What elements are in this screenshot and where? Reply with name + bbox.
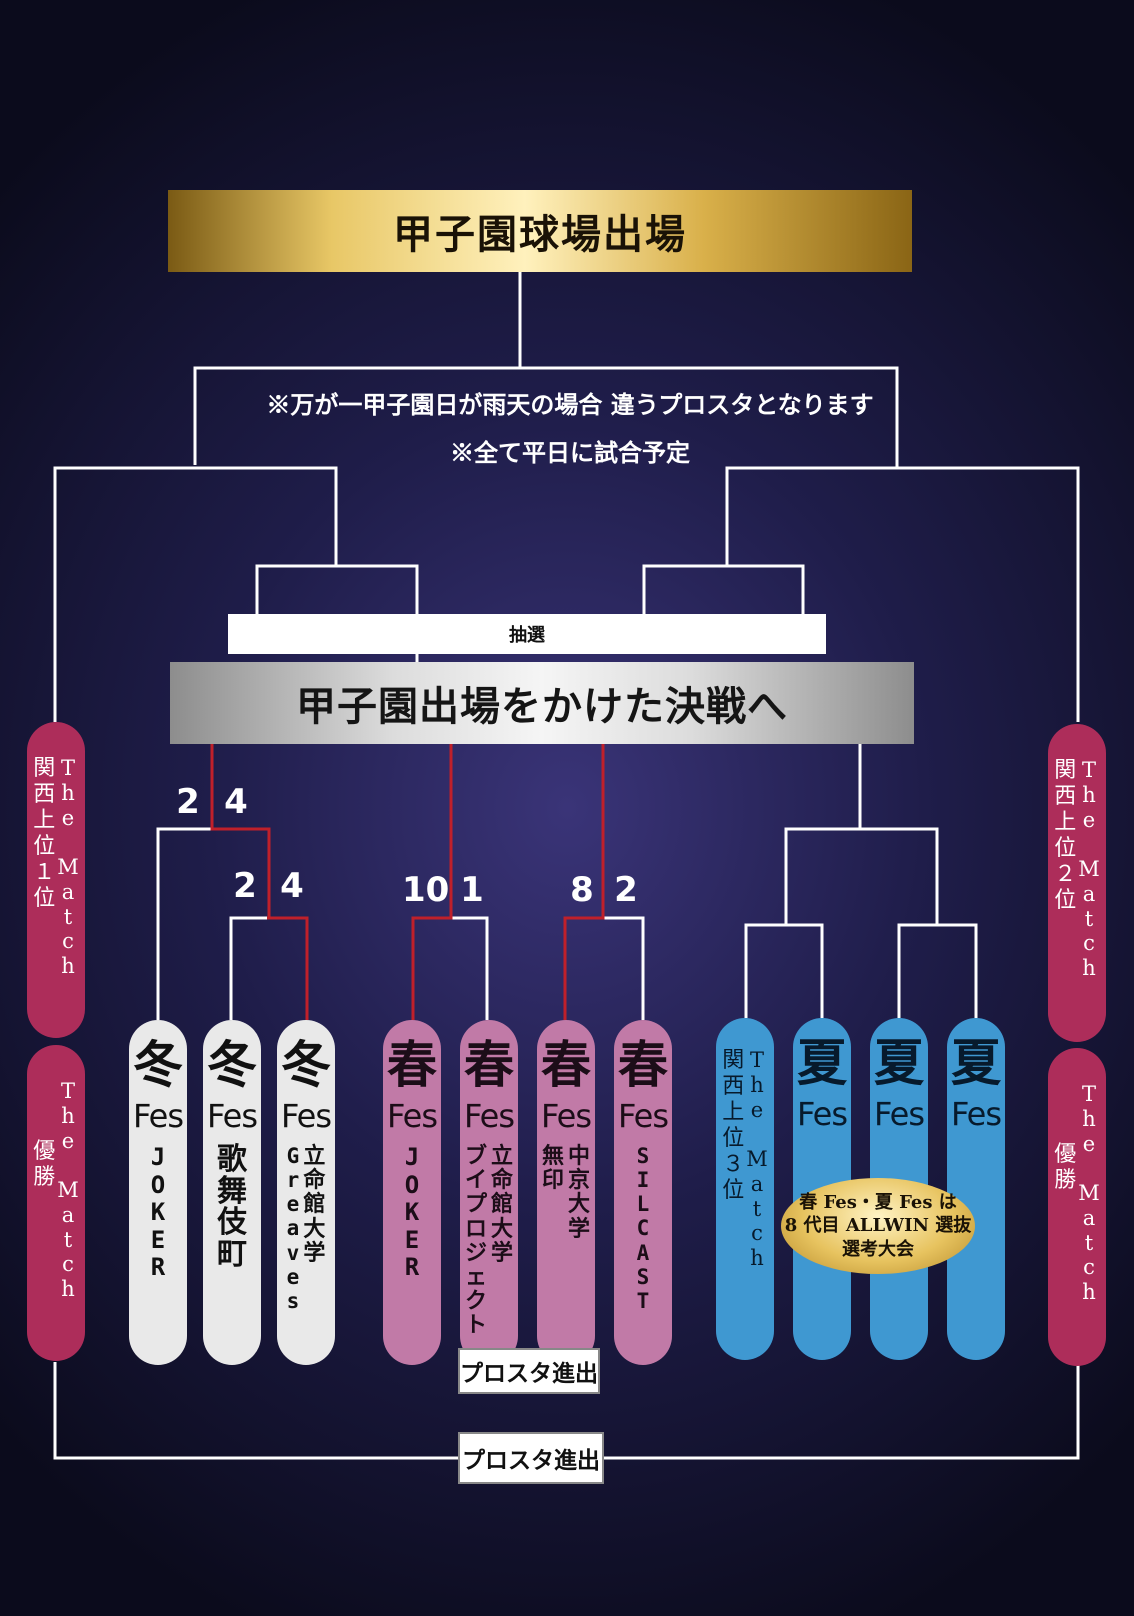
team-summer-sub: 関 西 上 位 ３ 位 xyxy=(722,1048,745,1203)
side-left-top-sub: 関 西 上 位 １ 位 xyxy=(33,756,56,911)
team-name: 歌 舞 伎 町 xyxy=(217,1142,247,1272)
season-label: 春 xyxy=(387,1035,437,1094)
title-bar: 甲子園球場出場 xyxy=(168,190,912,272)
fes-label: Fes xyxy=(617,1097,669,1135)
side-right-winner: T h e M a t c h 優 勝 xyxy=(1048,1048,1106,1366)
team-winter-joker: 冬 Fes J O K E R xyxy=(129,1020,187,1365)
bottom-line xyxy=(53,1362,460,1460)
team-summer-4: 夏 Fes xyxy=(947,1018,1005,1360)
winner-line-spring-b xyxy=(563,744,605,1020)
team-spring-silcast: 春 Fes S I L C A S T xyxy=(614,1020,672,1365)
oval-line-3: 選考大会 xyxy=(842,1238,914,1260)
score-r2-right: 4 xyxy=(280,866,304,906)
season-label: 夏 xyxy=(797,1033,847,1092)
side-left-bottom-sub: 優 勝 xyxy=(33,1139,56,1190)
bottom-line-right xyxy=(604,1362,1080,1460)
left-outer-line xyxy=(53,466,338,722)
winter-bracket-left xyxy=(156,827,212,1020)
final-bar: 甲子園出場をかけた決戦へ xyxy=(170,662,914,744)
winner-line-winter-a xyxy=(210,744,271,918)
side-left-bottom-title: T h e M a t c h xyxy=(57,1079,79,1302)
score-r4-right: 2 xyxy=(614,870,638,910)
note-weekday: ※全て平日に試合予定 xyxy=(450,438,690,467)
winner-line-winter-b xyxy=(267,916,309,1020)
right-outer-line xyxy=(725,466,1080,722)
score-r1-right: 4 xyxy=(224,782,248,822)
summer-top-bracket xyxy=(784,827,939,925)
team-name-a: 立 命 館 大 学 xyxy=(491,1143,514,1266)
team-name-b: G r e a v e s xyxy=(286,1144,300,1313)
fes-label: Fes xyxy=(796,1095,848,1133)
team-name: S I L C A S T xyxy=(636,1144,650,1313)
winner-line-spring-a xyxy=(411,744,453,1020)
season-label: 春 xyxy=(464,1035,514,1094)
team-winter-ritsumeikan-greaves: 冬 Fes G r e a v e s 立 命 館 大 学 xyxy=(277,1020,335,1365)
oval-line-2: 8 代目 ALLWIN 選抜 xyxy=(784,1215,972,1237)
team-spring-joker: 春 Fes J O K E R xyxy=(383,1020,441,1365)
team-name-b: 無 印 xyxy=(541,1143,564,1194)
score-r4-left: 8 xyxy=(570,870,594,910)
fes-label: Fes xyxy=(463,1097,515,1135)
winter-bracket-right xyxy=(229,916,267,1020)
fes-label: Fes xyxy=(950,1095,1002,1133)
draw-bar: 抽選 xyxy=(228,614,826,654)
note-rain: ※万が一甲子園日が雨天の場合 違うプロスタとなります xyxy=(266,390,874,419)
team-spring-chukyo-mujirushi: 春 Fes 無 印 中 京 大 学 xyxy=(537,1020,595,1365)
side-right-top-title: T h e M a t c h xyxy=(1078,758,1100,981)
score-r1-left: 2 xyxy=(176,782,200,822)
fes-label: Fes xyxy=(206,1097,258,1135)
side-right-bottom-title: T h e M a t c h xyxy=(1078,1082,1100,1305)
season-label: 冬 xyxy=(281,1035,331,1094)
fes-label: Fes xyxy=(132,1097,184,1135)
side-left-top-title: T h e M a t c h xyxy=(57,756,79,979)
team-name: J O K E R xyxy=(404,1143,420,1282)
team-name: J O K E R xyxy=(150,1143,166,1282)
team-winter-kabukicho: 冬 Fes 歌 舞 伎 町 xyxy=(203,1020,261,1365)
side-right-top-sub: 関 西 上 位 ２ 位 xyxy=(1054,758,1077,913)
side-right-bottom-sub: 優 勝 xyxy=(1054,1142,1077,1193)
score-r3-right: 1 xyxy=(460,870,484,910)
side-left-winner: T h e M a t c h 優 勝 xyxy=(27,1045,85,1361)
side-left-kansai-1st: T h e M a t c h 関 西 上 位 １ 位 xyxy=(27,722,85,1038)
fes-label: Fes xyxy=(280,1097,332,1135)
fes-label: Fes xyxy=(540,1097,592,1135)
prosta-bottom-label: プロスタ進出 xyxy=(458,1432,604,1484)
season-label: 冬 xyxy=(207,1035,257,1094)
summer-bracket-left xyxy=(744,923,824,1018)
fes-label: Fes xyxy=(873,1095,925,1133)
fes-label: Fes xyxy=(386,1097,438,1135)
summer-bracket-right xyxy=(897,923,978,1018)
team-summer-title: T h e M a t c h xyxy=(746,1048,768,1271)
team-name-a: 立 命 館 大 学 xyxy=(303,1143,326,1266)
season-label: 冬 xyxy=(133,1035,183,1094)
spring-leg-4 xyxy=(603,916,645,1020)
season-label: 夏 xyxy=(951,1033,1001,1092)
spring-leg-2 xyxy=(451,916,489,1020)
allwin-selection-oval: 春 Fes・夏 Fes は 8 代目 ALLWIN 選抜 選考大会 xyxy=(781,1178,975,1274)
side-right-kansai-2nd: T h e M a t c h 関 西 上 位 ２ 位 xyxy=(1048,724,1106,1042)
score-r3-left: 10 xyxy=(402,870,450,910)
score-r2-left: 2 xyxy=(233,866,257,906)
team-spring-ritsumeikan-buipro: 春 Fes ブ イ プ ロ ジ ェ ク ト 立 命 館 大 学 xyxy=(460,1020,518,1365)
top-split-line xyxy=(193,366,899,468)
team-name-b: ブ イ プ ロ ジ ェ ク ト xyxy=(464,1143,487,1339)
season-label: 春 xyxy=(618,1035,668,1094)
prosta-center-label: プロスタ進出 xyxy=(458,1348,600,1394)
right-inner-bracket xyxy=(642,564,805,614)
team-name-a: 中 京 大 学 xyxy=(568,1143,591,1242)
oval-line-1: 春 Fes・夏 Fes は xyxy=(799,1191,957,1213)
team-summer-kansai-3rd: T h e M a t c h 関 西 上 位 ３ 位 xyxy=(716,1018,774,1360)
season-label: 春 xyxy=(541,1035,591,1094)
season-label: 夏 xyxy=(874,1033,924,1092)
